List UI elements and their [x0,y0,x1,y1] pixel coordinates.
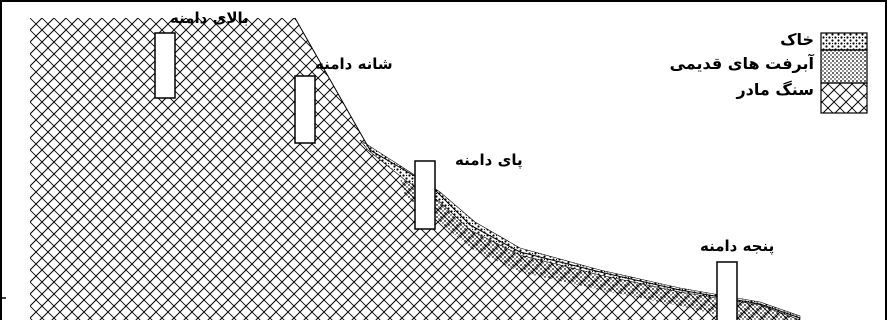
label-shoulder: شانه دامنه [315,55,393,73]
legend-swatch-soil [820,32,868,51]
label-foot: پای دامنه [455,151,523,169]
bedrock-layer [30,18,800,320]
legend-label-alluvium: آبرفت های قدیمی [669,54,814,73]
legend-label-soil: خاک [780,30,814,49]
label-upper-slope: بالای دامنه [170,9,249,27]
legend-swatch-bedrock [820,82,868,114]
label-toe: پنجه دامنه [700,237,775,255]
legend-label-bedrock: سنگ مادر [736,80,814,99]
profile-column-shoulder [294,75,316,144]
profile-column-upper-slope [154,32,176,99]
alluvium-layer [400,178,800,320]
profile-column-toe [716,261,738,320]
soil-layer [359,139,801,320]
profile-column-foot [414,160,436,230]
legend-swatch-alluvium [820,49,868,84]
